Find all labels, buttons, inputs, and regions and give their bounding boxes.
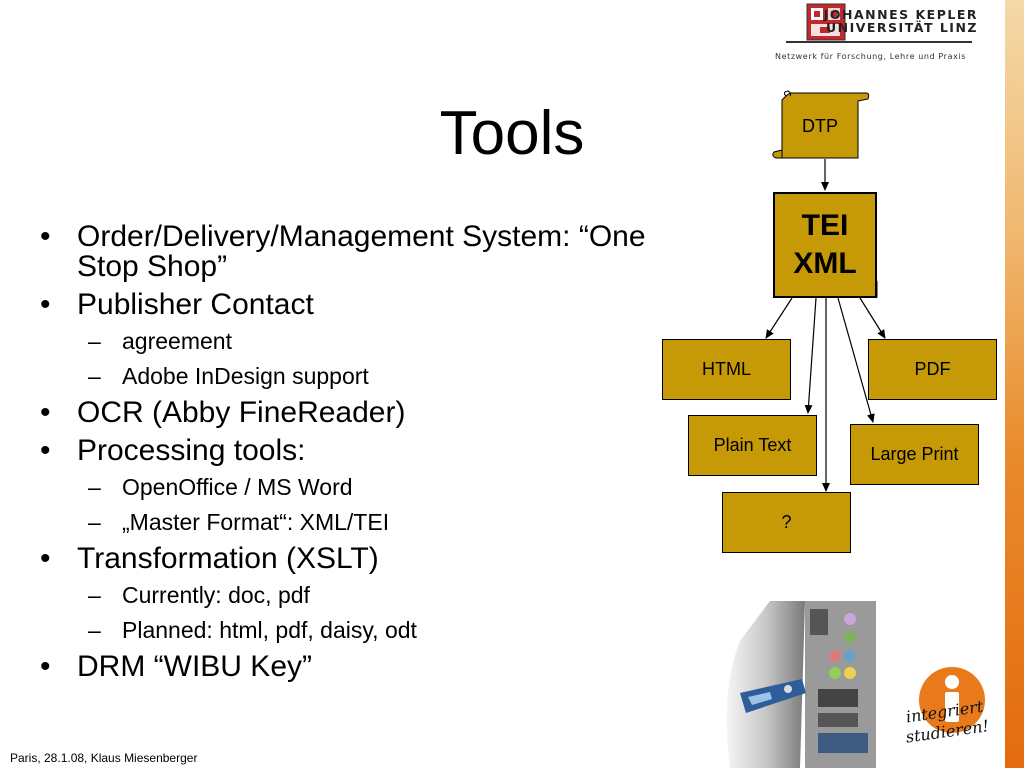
arrow-tei-to-pdf xyxy=(859,297,886,339)
university-tagline: Netzwerk für Forschung, Lehre und Praxis xyxy=(775,52,966,61)
bullet-item: DRM “WIBU Key” xyxy=(40,652,660,683)
pdf-box: PDF xyxy=(868,339,997,400)
sub-bullet-item: Planned: html, pdf, daisy, odt xyxy=(40,617,660,644)
arrow-tei-to-largeprint xyxy=(837,297,875,423)
university-logo xyxy=(806,3,846,41)
crest-icon xyxy=(806,3,846,41)
computer-usb-image-icon xyxy=(710,601,876,768)
bullet-item: Order/Delivery/Management System: “One S… xyxy=(40,222,660,282)
sub-bullet-item: Adobe InDesign support xyxy=(40,363,660,390)
sub-bullet-item: Currently: doc, pdf xyxy=(40,582,660,609)
tei-label: TEI xyxy=(801,209,849,242)
sub-bullet-item: OpenOffice / MS Word xyxy=(40,474,660,501)
info-icon xyxy=(919,667,985,733)
promo-graphic: integriert studieren! xyxy=(884,660,1008,768)
footer-text: Paris, 28.1.08, Klaus Miesenberger xyxy=(10,751,198,765)
usb-key-photo xyxy=(710,601,876,768)
bullet-item: Processing tools: xyxy=(40,436,660,467)
university-name-line1: JOHANNES KEPLER xyxy=(823,7,978,22)
bullet-item: Publisher Contact xyxy=(40,290,660,321)
slide-title: Tools xyxy=(439,99,585,168)
bullet-item: OCR (Abby FineReader) xyxy=(40,398,660,429)
large-print-box: Large Print xyxy=(850,424,979,485)
plain-text-box: Plain Text xyxy=(688,415,817,476)
bullet-item: Transformation (XSLT) xyxy=(40,544,660,575)
bullet-list: Order/Delivery/Management System: “One S… xyxy=(40,222,660,690)
sub-bullet-item: „Master Format“: XML/TEI xyxy=(40,509,660,536)
arrow-tei-to-plaintext xyxy=(804,297,817,414)
arrow-tei-to-html xyxy=(765,297,793,339)
dtp-label: DTP xyxy=(802,116,838,136)
tei-xml-box: TEI XML xyxy=(773,192,877,298)
unknown-output-box: ? xyxy=(722,492,851,553)
accent-strip xyxy=(1005,0,1024,768)
html-box: HTML xyxy=(662,339,791,400)
logo-divider xyxy=(786,41,972,43)
dtp-scroll-shape xyxy=(772,90,870,159)
sub-bullet-item: agreement xyxy=(40,328,660,355)
xml-label: XML xyxy=(793,247,857,280)
university-name-line2: UNIVERSITÄT LINZ xyxy=(825,20,978,35)
